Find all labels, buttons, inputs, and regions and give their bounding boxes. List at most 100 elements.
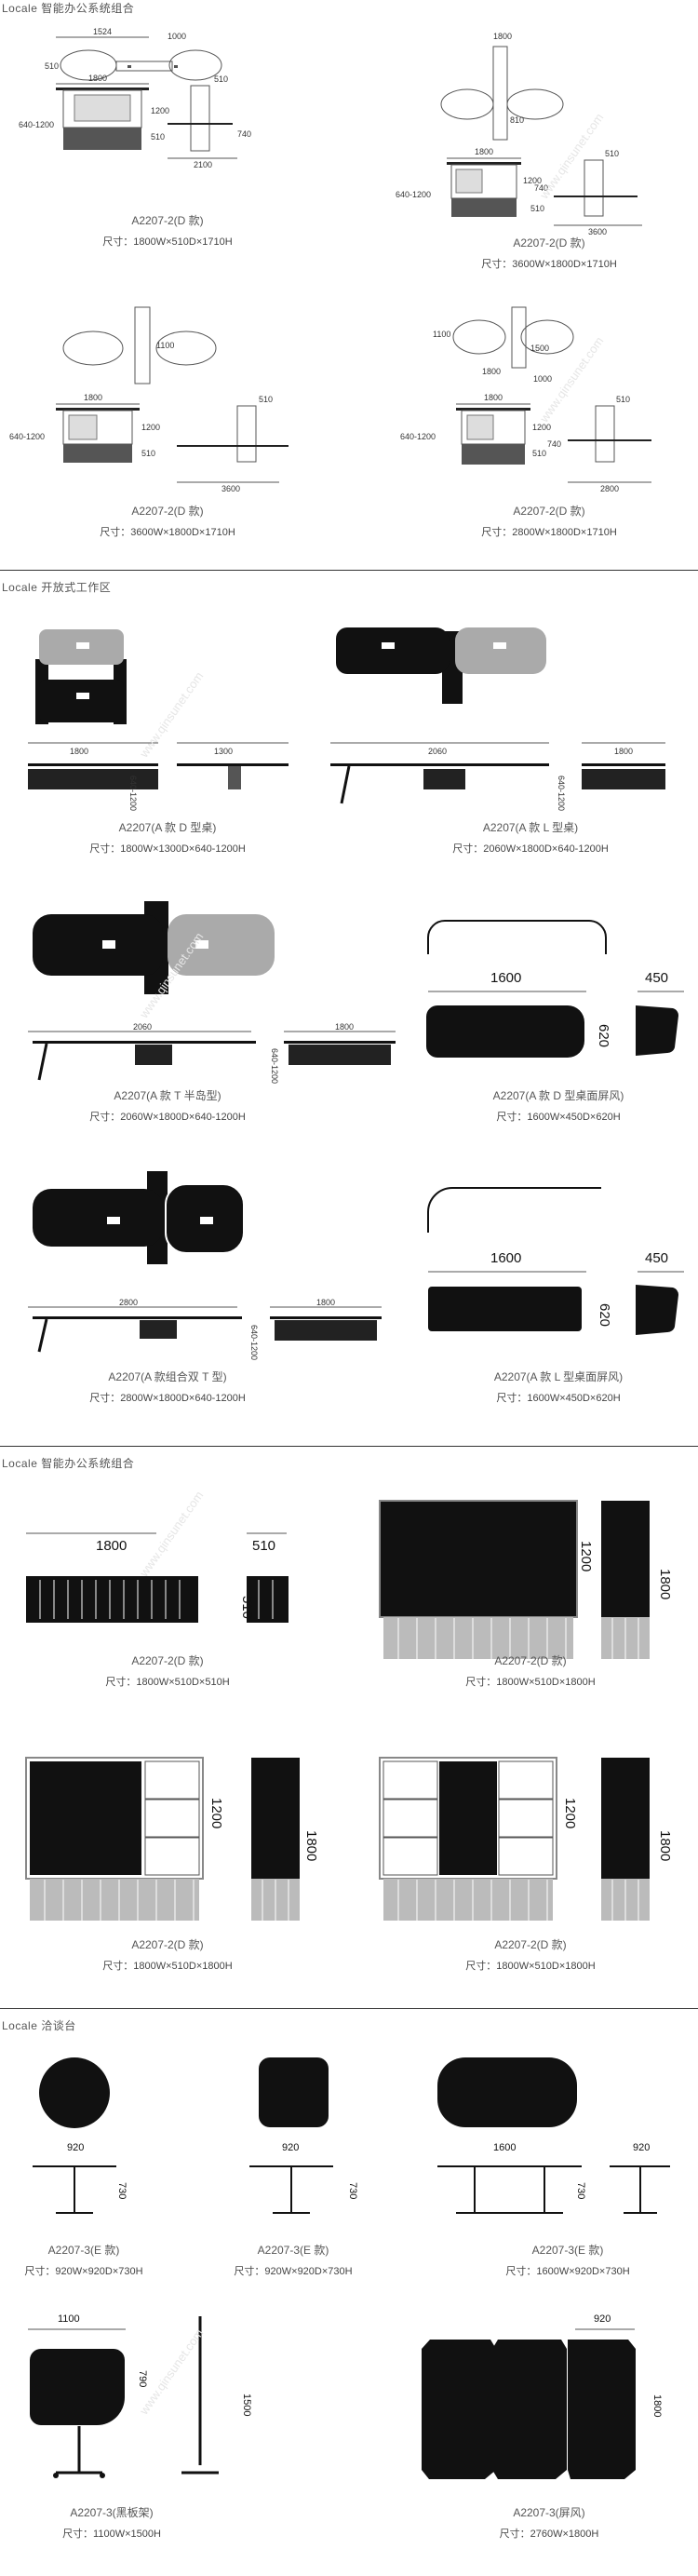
svg-text:1800: 1800 — [335, 1022, 354, 1032]
svg-text:1800: 1800 — [70, 747, 88, 756]
s3-drawing-3: 1200 1800 — [25, 1757, 319, 1921]
svg-text:1200: 1200 — [578, 1541, 594, 1571]
svg-text:1800: 1800 — [84, 393, 102, 402]
s2-caption-1: A2207(A 款 D 型桌) 尺寸：1800W×1300D×640-1200H — [47, 819, 289, 856]
svg-text:740: 740 — [534, 183, 548, 193]
s4-caption-3: A2207-3(E 款) 尺寸：1600W×920D×730H — [447, 2242, 689, 2278]
svg-text:510: 510 — [532, 449, 546, 458]
size-label: 尺寸：1800W×510D×1800H — [102, 1961, 233, 1972]
s3-drawing-4: 1200 1800 — [379, 1757, 673, 1921]
size-label: 尺寸：1800W×510D×510H — [105, 1677, 230, 1688]
svg-text:1000: 1000 — [168, 32, 186, 41]
svg-text:1800: 1800 — [651, 2394, 663, 2417]
svg-text:1200: 1200 — [562, 1798, 578, 1828]
model-label: A2207-3(E 款) — [47, 2244, 120, 2257]
svg-text:1200: 1200 — [141, 423, 160, 432]
s4-drawing-2: 920 730 — [249, 2057, 358, 2214]
size-label: 尺寸：1100W×1500H — [62, 2529, 161, 2540]
svg-text:1800: 1800 — [482, 367, 501, 376]
svg-text:2800: 2800 — [119, 1298, 138, 1307]
svg-text:450: 450 — [645, 970, 668, 986]
section-divider — [0, 1446, 698, 1447]
s4-caption-5: A2207-3(屏风) 尺寸：2760W×1800H — [428, 2504, 670, 2541]
svg-text:1300: 1300 — [214, 747, 233, 756]
svg-text:1200: 1200 — [208, 1798, 224, 1828]
model-label: A2207-2(D 款) — [131, 1654, 204, 1667]
svg-text:640-1200: 640-1200 — [9, 432, 45, 441]
section-title-1: Locale 智能办公系统组合 — [2, 2, 135, 15]
svg-text:920: 920 — [594, 2313, 611, 2325]
model-label: A2207-2(D 款) — [131, 1938, 204, 1951]
model-label: A2207-2(D 款) — [494, 1938, 567, 1951]
svg-text:510: 510 — [214, 74, 228, 84]
svg-text:1200: 1200 — [151, 106, 169, 115]
section-title-4: Locale 洽谈台 — [2, 2019, 76, 2032]
s2-drawing-2: 2060 1800 640-1200 — [330, 627, 665, 811]
size-label: 尺寸：3600W×1800D×1710H — [100, 527, 235, 538]
s1-drawing-4: 1100 1500 1800 1000 1800 640-1200 1200 5… — [400, 306, 651, 493]
model-label: A2207(A 款 L 型桌) — [482, 821, 579, 834]
svg-text:510: 510 — [141, 449, 155, 458]
s1-drawing-2: 1800 810 1800 640-1200 1200 510 740 510 … — [396, 32, 642, 236]
s2-caption-4: A2207(A 款 D 型桌面屏风) 尺寸：1600W×450D×620H — [437, 1087, 679, 1124]
svg-text:1200: 1200 — [532, 423, 551, 432]
size-label: 尺寸：920W×920D×730H — [234, 2266, 353, 2277]
svg-text:1800: 1800 — [475, 147, 493, 156]
s2-caption-6: A2207(A 款 L 型桌面屏风) 尺寸：1600W×450D×620H — [437, 1369, 679, 1405]
s2-drawing-5: 2800 1800 640-1200 — [28, 1171, 382, 1360]
svg-text:640-1200: 640-1200 — [557, 775, 566, 811]
model-label: A2207-2(D 款) — [494, 1654, 567, 1667]
svg-text:640-1200: 640-1200 — [400, 432, 436, 441]
size-label: 尺寸：1800W×510D×1800H — [465, 1677, 596, 1688]
s3-drawing-1: 1800 510 510 — [26, 1532, 289, 1623]
svg-text:1800: 1800 — [657, 1569, 673, 1599]
svg-text:1100: 1100 — [156, 341, 174, 350]
s4-caption-1: A2207-3(E 款) 尺寸：920W×920D×730H — [0, 2242, 205, 2278]
model-label: A2207-2(D 款) — [131, 214, 204, 227]
svg-text:790: 790 — [137, 2370, 148, 2387]
svg-text:1200: 1200 — [523, 176, 542, 185]
size-label: 尺寸：1600W×450D×620H — [496, 1112, 621, 1123]
svg-text:1000: 1000 — [533, 374, 552, 384]
size-label: 尺寸：920W×920D×730H — [24, 2266, 143, 2277]
model-label: A2207-2(D 款) — [131, 505, 204, 518]
s2-drawing-4: 1600 620 450 — [426, 920, 684, 1058]
size-label: 尺寸：1600W×920D×730H — [505, 2266, 630, 2277]
svg-text:640-1200: 640-1200 — [19, 120, 54, 129]
size-label: 尺寸：1600W×450D×620H — [496, 1393, 621, 1404]
svg-text:2060: 2060 — [133, 1022, 152, 1032]
svg-text:510: 510 — [151, 132, 165, 142]
s2-caption-5: A2207(A 款组合双 T 型) 尺寸：2800W×1800D×640-120… — [47, 1369, 289, 1405]
svg-text:1500: 1500 — [241, 2394, 252, 2416]
svg-text:920: 920 — [633, 2142, 650, 2153]
s4-drawing-4: 1100 790 1500 — [28, 2313, 252, 2478]
section-divider — [0, 570, 698, 571]
svg-text:510: 510 — [45, 61, 59, 71]
size-label: 尺寸：3600W×1800D×1710H — [481, 259, 617, 270]
s3-caption-1: A2207-2(D 款) 尺寸：1800W×510D×510H — [47, 1652, 289, 1689]
svg-text:730: 730 — [347, 2182, 358, 2199]
model-label: A2207-2(D 款) — [513, 505, 585, 518]
svg-text:1600: 1600 — [490, 1250, 521, 1266]
s3-caption-4: A2207-2(D 款) 尺寸：1800W×510D×1800H — [409, 1936, 651, 1973]
svg-text:740: 740 — [237, 129, 251, 139]
svg-text:1800: 1800 — [316, 1298, 335, 1307]
s2-drawing-1: 1800 1300 640-1200 — [28, 629, 289, 811]
s1-drawing-1: 1524 510 1000 1800 640-1200 1200 510 510… — [19, 27, 251, 169]
svg-text:1800: 1800 — [88, 74, 107, 83]
s3-drawing-2: 1200 1800 — [379, 1500, 673, 1659]
size-label: 尺寸：1800W×510D×1800H — [465, 1961, 596, 1972]
section-title-2: Locale 开放式工作区 — [2, 581, 112, 594]
s4-drawing-5: 920 1800 — [422, 2313, 663, 2479]
svg-text:1800: 1800 — [493, 32, 512, 41]
model-label: A2207(A 款 L 型桌面屏风) — [493, 1370, 624, 1383]
svg-text:810: 810 — [510, 115, 524, 125]
svg-text:1800: 1800 — [614, 747, 633, 756]
s4-drawing-1: 920 730 — [33, 2057, 128, 2214]
size-label: 尺寸：2060W×1800D×640-1200H — [89, 1112, 246, 1123]
s4-caption-4: A2207-3(黑板架) 尺寸：1100W×1500H — [0, 2504, 233, 2541]
svg-text:1800: 1800 — [96, 1538, 127, 1554]
size-label: 尺寸：2760W×1800H — [499, 2529, 599, 2540]
svg-text:620: 620 — [597, 1303, 612, 1327]
svg-text:1800: 1800 — [303, 1830, 319, 1861]
